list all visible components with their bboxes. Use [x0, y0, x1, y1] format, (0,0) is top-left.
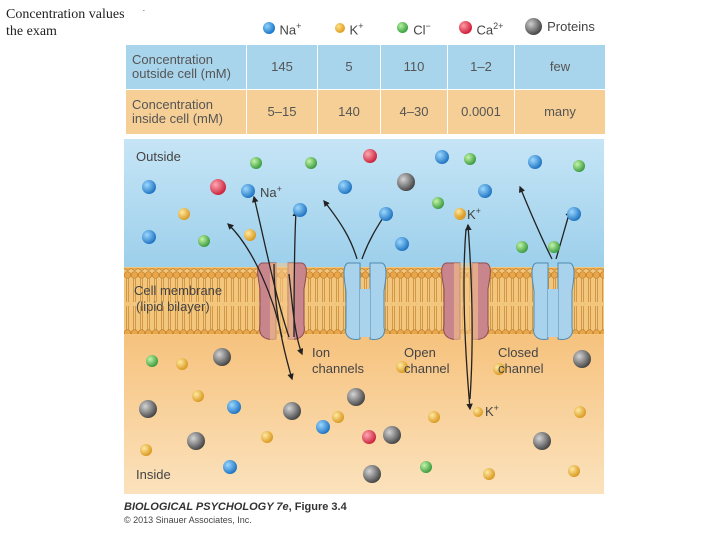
header-k: K+: [317, 11, 381, 45]
calcium-ion-icon: [458, 21, 472, 35]
copyright-text: © 2013 Sinauer Associates, Inc.: [124, 515, 252, 525]
closed-channel-label-2: channel: [498, 361, 544, 376]
header-proteins: Proteins: [514, 11, 606, 45]
value-cell: 5–15: [246, 89, 318, 135]
header-ca: Ca2+: [447, 11, 515, 45]
potassium-label-top: K+: [467, 206, 481, 222]
ions-inside: [139, 348, 591, 483]
header-cl: Cl−: [380, 11, 448, 45]
value-cell: 140: [317, 89, 381, 135]
ion-channel-left: [257, 262, 307, 341]
potassium-label-bottom: K+: [485, 403, 499, 419]
ion-channels-label-1: Ion: [312, 345, 330, 360]
closed-channel-label-1: Closed: [498, 345, 538, 360]
value-cell: 4–30: [380, 89, 448, 135]
membrane-label-2: (lipid bilayer): [136, 299, 210, 314]
potassium-ion-icon: [473, 407, 483, 417]
value-cell: 5: [317, 44, 381, 90]
table-header-row: Na+ K+ Cl− Ca2+ Proteins: [125, 11, 606, 45]
protein-icon: [525, 18, 543, 35]
value-cell: 110: [380, 44, 448, 90]
figure-credit: BIOLOGICAL PSYCHOLOGY 7e, Figure 3.4: [124, 501, 347, 513]
ion-channels-label-2: channels: [312, 361, 365, 376]
value-cell: few: [514, 44, 606, 90]
ion-channel-right: [343, 262, 387, 340]
table-corner-cell: [125, 11, 247, 45]
inside-label: Inside: [136, 467, 171, 482]
sodium-label: Na+: [260, 184, 282, 200]
potassium-ion-icon: [455, 208, 465, 218]
value-cell: 1–2: [447, 44, 515, 90]
membrane-diagram: Outside Inside Cell membrane (lipid bila…: [124, 139, 604, 494]
value-cell: many: [514, 89, 606, 135]
open-channel-label-1: Open: [404, 345, 436, 360]
intracellular-region: [124, 334, 604, 494]
closed-channel: [531, 262, 575, 340]
ions-outside: [142, 149, 585, 253]
open-channel-label-2: channel: [404, 361, 450, 376]
outside-label: Outside: [136, 149, 181, 164]
note-text: Concentration values not on the exam: [6, 7, 164, 39]
sodium-ion-icon: [262, 21, 275, 34]
value-cell: 145: [246, 44, 318, 90]
value-cell: 0.0001: [447, 89, 515, 135]
membrane-label-1: Cell membrane: [134, 283, 222, 298]
header-na: Na+: [246, 11, 318, 45]
potassium-ion-icon: [334, 22, 345, 33]
chloride-ion-icon: [397, 22, 409, 34]
open-channel: [441, 262, 491, 341]
